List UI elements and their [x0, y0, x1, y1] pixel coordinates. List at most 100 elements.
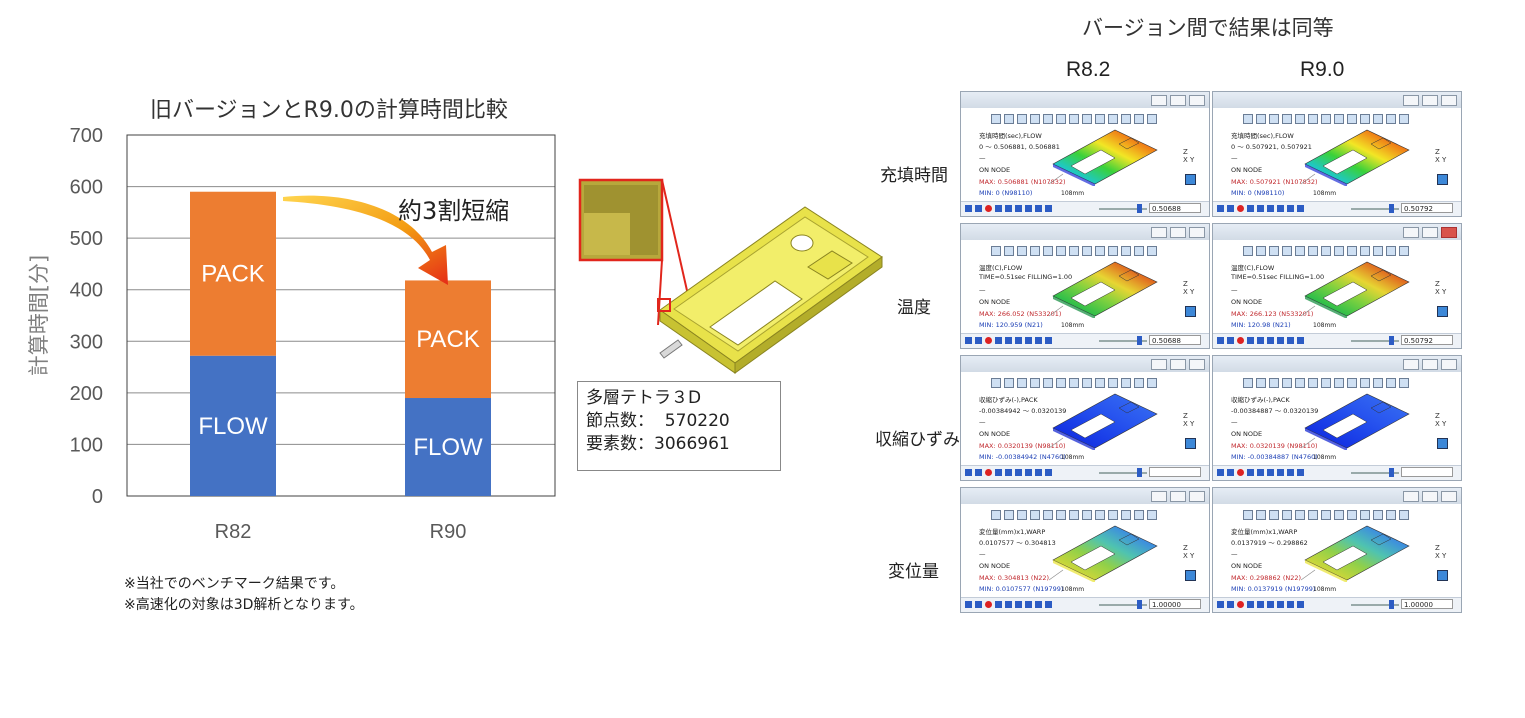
delete-tool-icon[interactable] [1334, 510, 1344, 520]
prev-frame-button[interactable] [1005, 469, 1012, 476]
contour-tool-icon[interactable] [1269, 114, 1279, 124]
settings-button[interactable] [1297, 337, 1304, 344]
last-frame-button[interactable] [1277, 337, 1284, 344]
minimize-button[interactable] [1151, 359, 1167, 370]
play-button[interactable] [1217, 337, 1224, 344]
next-frame-button[interactable] [1267, 469, 1274, 476]
time-slider-knob[interactable] [1389, 468, 1394, 477]
cube-tool-icon[interactable] [1056, 114, 1066, 124]
grid-tool-icon[interactable] [1243, 114, 1253, 124]
time-value-field[interactable]: 1.00000 [1149, 599, 1201, 609]
minimize-button[interactable] [1403, 95, 1419, 106]
loop-button[interactable] [1287, 601, 1294, 608]
zoom-out-icon[interactable] [1134, 510, 1144, 520]
view-cube-icon[interactable] [1185, 570, 1196, 581]
delete-tool-icon[interactable] [1082, 378, 1092, 388]
view-toolbar[interactable] [991, 114, 1157, 124]
next-frame-button[interactable] [1015, 337, 1022, 344]
time-slider-knob[interactable] [1137, 204, 1142, 213]
color-tool-icon[interactable] [1295, 246, 1305, 256]
probe-tool-icon[interactable] [1030, 510, 1040, 520]
minimize-button[interactable] [1151, 95, 1167, 106]
first-frame-button[interactable] [995, 469, 1002, 476]
time-slider[interactable] [1351, 472, 1399, 474]
play-button[interactable] [1217, 205, 1224, 212]
record-button[interactable] [985, 469, 992, 476]
close-button[interactable] [1441, 95, 1457, 106]
probe-tool-icon[interactable] [1030, 114, 1040, 124]
first-frame-button[interactable] [995, 601, 1002, 608]
grid-tool-icon[interactable] [1243, 246, 1253, 256]
record-button[interactable] [985, 601, 992, 608]
loop-button[interactable] [1287, 337, 1294, 344]
fit-tool-icon[interactable] [1360, 378, 1370, 388]
rotate-tool-icon[interactable] [1347, 378, 1357, 388]
layer-tool-icon[interactable] [1256, 378, 1266, 388]
prev-frame-button[interactable] [1005, 601, 1012, 608]
select-tool-icon[interactable] [1069, 378, 1079, 388]
view-cube-icon[interactable] [1437, 306, 1448, 317]
rotate-tool-icon[interactable] [1347, 114, 1357, 124]
probe-tool-icon[interactable] [1282, 114, 1292, 124]
window-titlebar[interactable] [961, 488, 1209, 504]
zoom-in-icon[interactable] [1373, 246, 1383, 256]
maximize-button[interactable] [1170, 95, 1186, 106]
minimize-button[interactable] [1403, 359, 1419, 370]
time-slider[interactable] [1099, 340, 1147, 342]
delete-tool-icon[interactable] [1082, 114, 1092, 124]
view-toolbar[interactable] [1243, 114, 1409, 124]
stop-button[interactable] [1227, 601, 1234, 608]
cube-tool-icon[interactable] [1308, 246, 1318, 256]
prev-frame-button[interactable] [1257, 337, 1264, 344]
last-frame-button[interactable] [1025, 469, 1032, 476]
close-button[interactable] [1189, 359, 1205, 370]
delete-tool-icon[interactable] [1082, 246, 1092, 256]
layer-tool-icon[interactable] [1256, 246, 1266, 256]
rotate-tool-icon[interactable] [1095, 114, 1105, 124]
record-button[interactable] [985, 337, 992, 344]
time-value-field[interactable]: 1.00000 [1401, 599, 1453, 609]
layer-tool-icon[interactable] [1004, 246, 1014, 256]
cube-tool-icon[interactable] [1308, 114, 1318, 124]
grid-tool-icon[interactable] [991, 378, 1001, 388]
time-value-field[interactable]: 0.50688 [1149, 335, 1201, 345]
play-button[interactable] [1217, 469, 1224, 476]
zoom-box-icon[interactable] [1399, 246, 1409, 256]
select-tool-icon[interactable] [1321, 378, 1331, 388]
zoom-box-icon[interactable] [1147, 378, 1157, 388]
record-button[interactable] [985, 205, 992, 212]
first-frame-button[interactable] [1247, 601, 1254, 608]
zoom-box-icon[interactable] [1399, 510, 1409, 520]
view-toolbar[interactable] [991, 510, 1157, 520]
fit-tool-icon[interactable] [1360, 114, 1370, 124]
zoom-in-icon[interactable] [1121, 114, 1131, 124]
contour-tool-icon[interactable] [1017, 114, 1027, 124]
prev-frame-button[interactable] [1257, 205, 1264, 212]
loop-button[interactable] [1035, 601, 1042, 608]
maximize-button[interactable] [1422, 491, 1438, 502]
contour-tool-icon[interactable] [1269, 510, 1279, 520]
color-tool-icon[interactable] [1043, 378, 1053, 388]
probe-tool-icon[interactable] [1282, 246, 1292, 256]
minimize-button[interactable] [1151, 491, 1167, 502]
next-frame-button[interactable] [1267, 601, 1274, 608]
settings-button[interactable] [1045, 205, 1052, 212]
cube-tool-icon[interactable] [1308, 378, 1318, 388]
delete-tool-icon[interactable] [1334, 378, 1344, 388]
rotate-tool-icon[interactable] [1095, 246, 1105, 256]
time-slider-knob[interactable] [1389, 336, 1394, 345]
time-slider[interactable] [1099, 472, 1147, 474]
rotate-tool-icon[interactable] [1095, 378, 1105, 388]
contour-tool-icon[interactable] [1017, 510, 1027, 520]
minimize-button[interactable] [1151, 227, 1167, 238]
zoom-box-icon[interactable] [1147, 114, 1157, 124]
grid-tool-icon[interactable] [991, 246, 1001, 256]
time-slider-knob[interactable] [1137, 468, 1142, 477]
time-slider-knob[interactable] [1137, 336, 1142, 345]
window-titlebar[interactable] [1213, 356, 1461, 372]
color-tool-icon[interactable] [1043, 510, 1053, 520]
zoom-in-icon[interactable] [1373, 510, 1383, 520]
cube-tool-icon[interactable] [1056, 378, 1066, 388]
first-frame-button[interactable] [1247, 205, 1254, 212]
